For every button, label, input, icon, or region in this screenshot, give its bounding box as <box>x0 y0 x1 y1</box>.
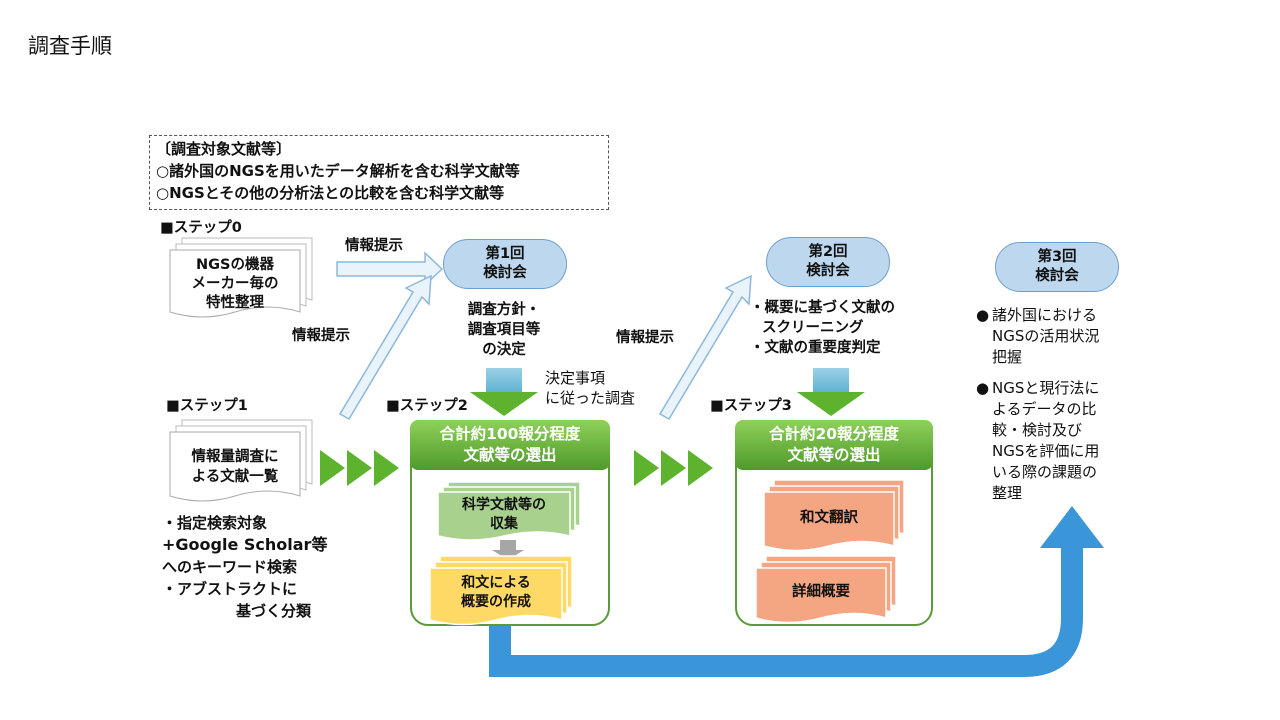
info-arrow-diagonal-1 <box>338 274 432 421</box>
info-label-right: 情報提示 <box>616 330 674 346</box>
meeting3-note-1: ● 諸外国における NGSの活用状況 把握 <box>976 306 1100 366</box>
bullet-icon: ● <box>976 379 990 397</box>
big-return-arrowhead <box>1040 506 1104 548</box>
info-arrow-horizontal <box>336 251 444 287</box>
step2-doc-b-text: 和文による 概要の作成 <box>461 575 531 610</box>
step3-doc-a-text: 和文翻訳 <box>800 510 858 526</box>
step3-doc-b-text: 詳細概要 <box>792 584 850 600</box>
step3-label: ■ステップ3 <box>710 398 792 414</box>
meeting1-note: 調査方針・ 調査項目等 の決定 <box>467 302 541 358</box>
step2-green-bar: 合計約100報分程度文献等の選出 <box>410 420 610 470</box>
step3-doc-salmon-b <box>755 555 897 624</box>
meeting3-notes: ● 諸外国における NGSの活用状況 把握 ● NGSと現行法に よるデータの比… <box>976 305 1146 504</box>
step1-label: ■ステップ1 <box>166 398 248 414</box>
bullet-icon: ● <box>976 306 990 324</box>
info-label-top: 情報提示 <box>345 238 403 254</box>
step2-doc-green <box>437 481 581 541</box>
meeting-1: 第1回検討会 <box>443 239 567 289</box>
meeting-3: 第3回検討会 <box>995 242 1119 292</box>
step2-doc-a-text: 科学文献等の 収集 <box>462 497 546 532</box>
decision-note: 決定事項 に従った調査 <box>545 369 636 407</box>
meeting-2: 第2回検討会 <box>766 237 890 287</box>
scope-line-2: ○NGSとその他の分析法との比較を含む科学文献等 <box>156 184 505 202</box>
step1-document: 情報量調査に よる文献一覧 <box>191 449 279 485</box>
big-return-arrow <box>489 546 1083 677</box>
step2-down-gray-arrow <box>492 540 524 560</box>
step0-label: ■ステップ0 <box>160 220 242 236</box>
scope-box: 〔調査対象文献等〕 ○諸外国のNGSを用いたデータ解析を含む科学文献等 ○NGS… <box>149 135 609 210</box>
step0-document: NGSの機器 メーカー毎の 特性整理 <box>191 257 279 311</box>
meeting2-note: ・概要に基づく文献の スクリーニング ・文献の重要度判定 <box>750 300 895 356</box>
chevrons-step1-to-step2 <box>320 450 399 486</box>
step2-label: ■ステップ2 <box>386 398 468 414</box>
step3-doc-salmon-a <box>763 479 905 552</box>
meeting3-note-2: ● NGSと現行法に よるデータの比 較・検討及び NGSを評価に用 いる際の課… <box>976 379 1100 502</box>
step3-green-bar: 合計約20報分程度文献等の選出 <box>735 420 933 470</box>
chevrons-step2-to-step3 <box>634 450 713 486</box>
step1-document-stack <box>169 419 313 502</box>
scope-line-1: ○諸外国のNGSを用いたデータ解析を含む科学文献等 <box>156 162 520 180</box>
scope-heading: 〔調査対象文献等〕 <box>156 140 292 158</box>
down-arrow-step3 <box>797 368 865 416</box>
info-arrow-diagonal-2 <box>658 274 752 421</box>
step1-notes: ・指定検索対象 +Google Scholar等 へのキーワード検索 ・アブスト… <box>162 514 328 620</box>
info-label-mid: 情報提示 <box>292 328 350 344</box>
page-title: 調査手順 <box>28 34 112 58</box>
step0-document-stack <box>169 237 313 318</box>
step2-doc-yellow <box>429 555 573 626</box>
down-arrow-step2 <box>470 368 538 416</box>
